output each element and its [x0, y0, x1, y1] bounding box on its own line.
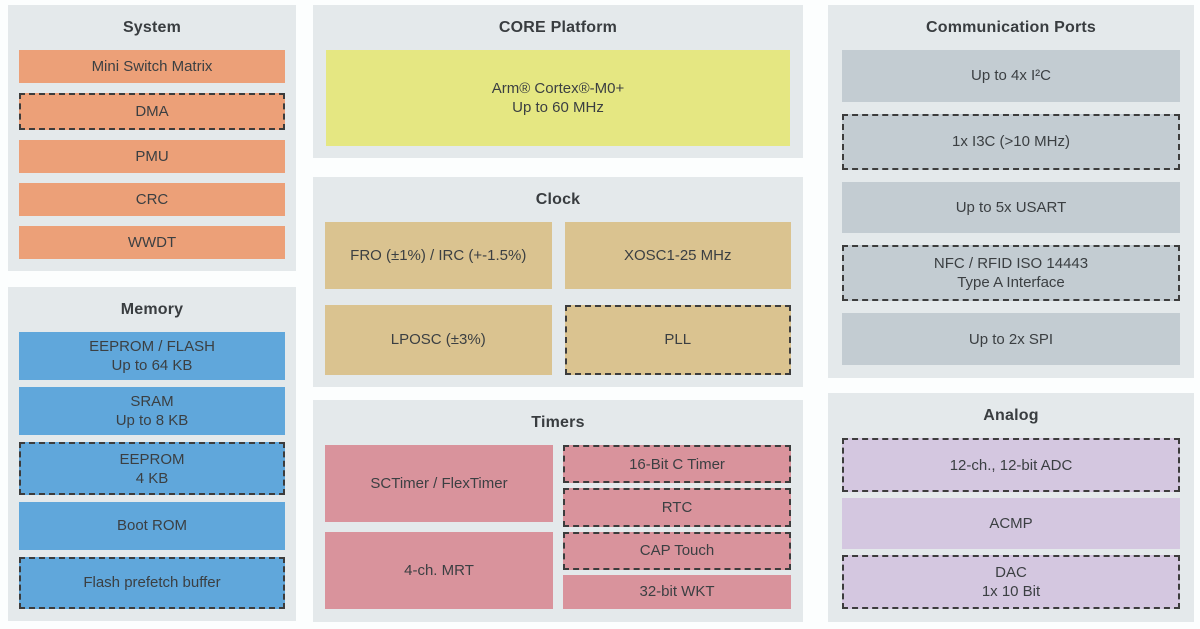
block-label: XOSC1-25 MHz — [623, 246, 732, 264]
block-label: Up to 2x SPI — [968, 330, 1054, 348]
block-label-line1: EEPROM — [119, 450, 185, 468]
block-sram: SRAM Up to 8 KB — [19, 387, 285, 436]
clock-panel: Clock FRO (±1%) / IRC (+-1.5%) XOSC1-25 … — [313, 177, 803, 387]
block-16bit-c-timer: 16-Bit C Timer — [563, 445, 791, 484]
block-label: CAP Touch — [639, 542, 715, 560]
block-label: ACMP — [989, 514, 1033, 532]
block-pmu: PMU — [19, 140, 285, 173]
block-label: Flash prefetch buffer — [83, 574, 221, 592]
block-spi: Up to 2x SPI — [842, 313, 1180, 365]
block-pll: PLL — [564, 304, 791, 375]
block-label: 16-Bit C Timer — [629, 455, 725, 473]
block-eeprom: EEPROM 4 KB — [19, 442, 285, 495]
block-label-line2: 4 KB — [135, 469, 169, 487]
block-i3c: 1x I3C (>10 MHz) — [842, 113, 1180, 170]
block-label: Up to 4x I²C — [970, 67, 1052, 85]
block-acmp: ACMP — [842, 498, 1180, 549]
block-label: DMA — [135, 103, 169, 120]
block-label: PLL — [664, 331, 692, 349]
block-32bit-wkt: 32-bit WKT — [563, 574, 791, 609]
block-i2c: Up to 4x I²C — [842, 50, 1180, 102]
block-label: 4-ch. MRT — [404, 562, 474, 579]
block-dac: DAC 1x 10 Bit — [842, 554, 1180, 609]
memory-panel: Memory EEPROM / FLASH Up to 64 KB SRAM U… — [8, 287, 296, 621]
block-label: 1x I3C (>10 MHz) — [952, 133, 1070, 151]
block-label: Mini Switch Matrix — [91, 58, 213, 75]
memory-panel-title: Memory — [120, 301, 184, 318]
block-label: RTC — [661, 498, 693, 516]
block-label: WWDT — [127, 234, 177, 251]
communication-ports-panel: Communication Ports Up to 4x I²C 1x I3C … — [828, 5, 1194, 378]
system-panel: System Mini Switch Matrix DMA PMU CRC WW… — [8, 5, 296, 271]
communication-ports-blocks: Up to 4x I²C 1x I3C (>10 MHz) Up to 5x U… — [828, 50, 1194, 378]
block-lposc: LPOSC (±3%) — [325, 304, 552, 375]
block-eeprom-flash: EEPROM / FLASH Up to 64 KB — [19, 332, 285, 381]
block-label: LPOSC (±3%) — [390, 331, 486, 349]
block-label-line2: Up to 60 MHz — [512, 99, 604, 116]
block-wwdt: WWDT — [19, 226, 285, 259]
block-label-line2: Type A Interface — [957, 274, 1065, 292]
analog-blocks: 12-ch., 12-bit ADC ACMP DAC 1x 10 Bit — [828, 438, 1194, 622]
clock-panel-title: Clock — [535, 191, 581, 208]
analog-panel-title: Analog — [983, 407, 1039, 424]
timers-panel-title: Timers — [531, 414, 585, 431]
block-label: FRO (±1%) / IRC (+-1.5%) — [350, 246, 527, 264]
block-label-line2: Up to 64 KB — [111, 357, 193, 375]
block-boot-rom: Boot ROM — [19, 501, 285, 550]
block-label-line1: SRAM — [130, 393, 174, 411]
block-label: SCTimer / FlexTimer — [370, 475, 508, 492]
block-adc: 12-ch., 12-bit ADC — [842, 438, 1180, 493]
block-cap-touch: CAP Touch — [563, 531, 791, 570]
block-arm-cortex-m0plus: Arm® Cortex®-M0+ Up to 60 MHz — [326, 50, 790, 146]
block-label: Boot ROM — [116, 517, 188, 535]
block-mrt: 4-ch. MRT — [325, 532, 553, 609]
system-panel-title: System — [122, 19, 182, 36]
timers-panel: Timers SCTimer / FlexTimer 4-ch. MRT 16-… — [313, 400, 803, 622]
block-label-line1: EEPROM / FLASH — [89, 338, 215, 356]
block-label-line2: Up to 8 KB — [115, 412, 189, 430]
timers-blocks: SCTimer / FlexTimer 4-ch. MRT 16-Bit C T… — [313, 445, 803, 622]
block-label-line1: NFC / RFID ISO 14443 — [933, 255, 1089, 273]
block-usart: Up to 5x USART — [842, 181, 1180, 234]
block-dma: DMA — [19, 93, 285, 130]
block-flash-prefetch-buffer: Flash prefetch buffer — [19, 556, 285, 610]
core-platform-panel-title: CORE Platform — [498, 19, 618, 36]
memory-blocks: EEPROM / FLASH Up to 64 KB SRAM Up to 8 … — [8, 332, 296, 621]
block-label-line1: DAC — [995, 563, 1027, 581]
block-label: PMU — [135, 148, 169, 165]
communication-ports-panel-title: Communication Ports — [925, 19, 1097, 36]
block-rtc: RTC — [563, 488, 791, 527]
system-blocks: Mini Switch Matrix DMA PMU CRC WWDT — [8, 50, 296, 271]
block-label: Up to 5x USART — [955, 198, 1067, 216]
block-sctimer-flextimer: SCTimer / FlexTimer — [325, 445, 553, 522]
block-fro-irc: FRO (±1%) / IRC (+-1.5%) — [325, 222, 552, 289]
block-nfc-rfid: NFC / RFID ISO 14443 Type A Interface — [842, 245, 1180, 302]
timers-left-column: SCTimer / FlexTimer 4-ch. MRT — [325, 445, 553, 609]
block-label-line2: 1x 10 Bit — [981, 582, 1041, 600]
block-crc: CRC — [19, 183, 285, 216]
block-label: 12-ch., 12-bit ADC — [949, 456, 1073, 474]
block-xosc: XOSC1-25 MHz — [564, 222, 791, 289]
timers-right-column: 16-Bit C Timer RTC CAP Touch 32-bit WKT — [563, 445, 791, 609]
core-platform-blocks: Arm® Cortex®-M0+ Up to 60 MHz — [313, 50, 803, 158]
block-label: CRC — [135, 191, 169, 208]
clock-blocks: FRO (±1%) / IRC (+-1.5%) XOSC1-25 MHz LP… — [313, 222, 803, 387]
block-label: 32-bit WKT — [639, 583, 715, 601]
block-mini-switch-matrix: Mini Switch Matrix — [19, 50, 285, 83]
core-platform-panel: CORE Platform Arm® Cortex®-M0+ Up to 60 … — [313, 5, 803, 158]
block-label-line1: Arm® Cortex®-M0+ — [491, 80, 625, 97]
analog-panel: Analog 12-ch., 12-bit ADC ACMP DAC 1x 10… — [828, 393, 1194, 622]
